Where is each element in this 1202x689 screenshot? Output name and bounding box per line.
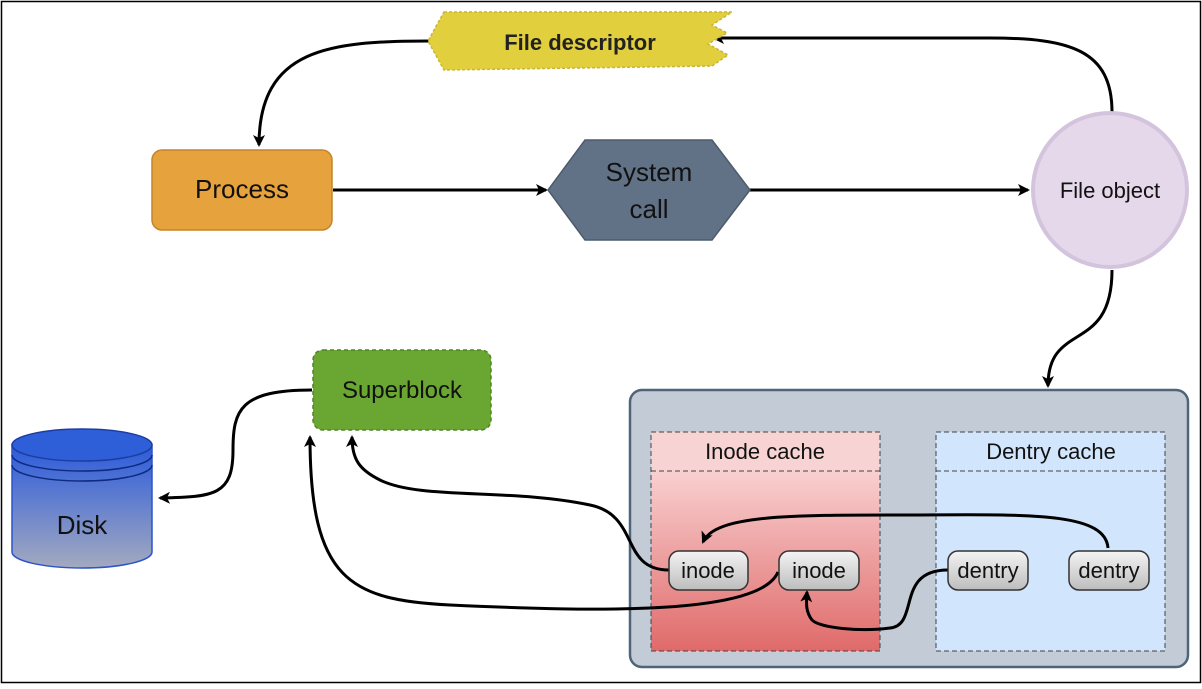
- dentry-1-label: dentry: [957, 558, 1018, 583]
- dentry-item-2: dentry: [1068, 550, 1150, 591]
- dentry-cache: Dentry cache: [935, 431, 1166, 652]
- arrow-inode1-to-superblock: [346, 435, 670, 572]
- inode-cache: Inode cache: [650, 431, 881, 652]
- dentry-cache-label: Dentry cache: [986, 439, 1116, 464]
- arrow-superblock-to-disk: [158, 388, 313, 504]
- inode-item-1: inode: [668, 550, 749, 591]
- system-call-label-line1: System: [606, 157, 693, 187]
- inode-item-2: inode: [778, 550, 860, 591]
- system-call-node: System call: [547, 139, 751, 241]
- process-label: Process: [195, 174, 289, 204]
- arrow-fileobject-to-container: [1042, 269, 1114, 388]
- inode-1-label: inode: [681, 558, 735, 583]
- arrow-dentry2-to-inode1: [701, 513, 1110, 549]
- file-object-label: File object: [1060, 178, 1160, 203]
- connectors: [158, 32, 1114, 632]
- file-object-node: File object: [1031, 111, 1189, 269]
- process-node: Process: [151, 149, 333, 231]
- dentry-2-label: dentry: [1078, 558, 1139, 583]
- arrow-descriptor-to-process: [253, 39, 431, 147]
- disk-node: Disk: [11, 428, 153, 569]
- file-descriptor-node: File descriptor: [427, 11, 735, 71]
- superblock-node: Superblock: [312, 349, 492, 431]
- inode-2-label: inode: [792, 558, 846, 583]
- arrow-fileobject-to-descriptor: [712, 32, 1114, 113]
- arrow-dentry1-to-inode2: [800, 568, 949, 632]
- file-descriptor-label: File descriptor: [504, 30, 656, 55]
- superblock-label: Superblock: [342, 377, 463, 404]
- arrow-inode2-to-superblock: [304, 435, 780, 611]
- disk-label: Disk: [57, 510, 109, 540]
- dentry-item-1: dentry: [947, 550, 1029, 591]
- inode-cache-label: Inode cache: [705, 439, 825, 464]
- system-call-label-line2: call: [629, 194, 668, 224]
